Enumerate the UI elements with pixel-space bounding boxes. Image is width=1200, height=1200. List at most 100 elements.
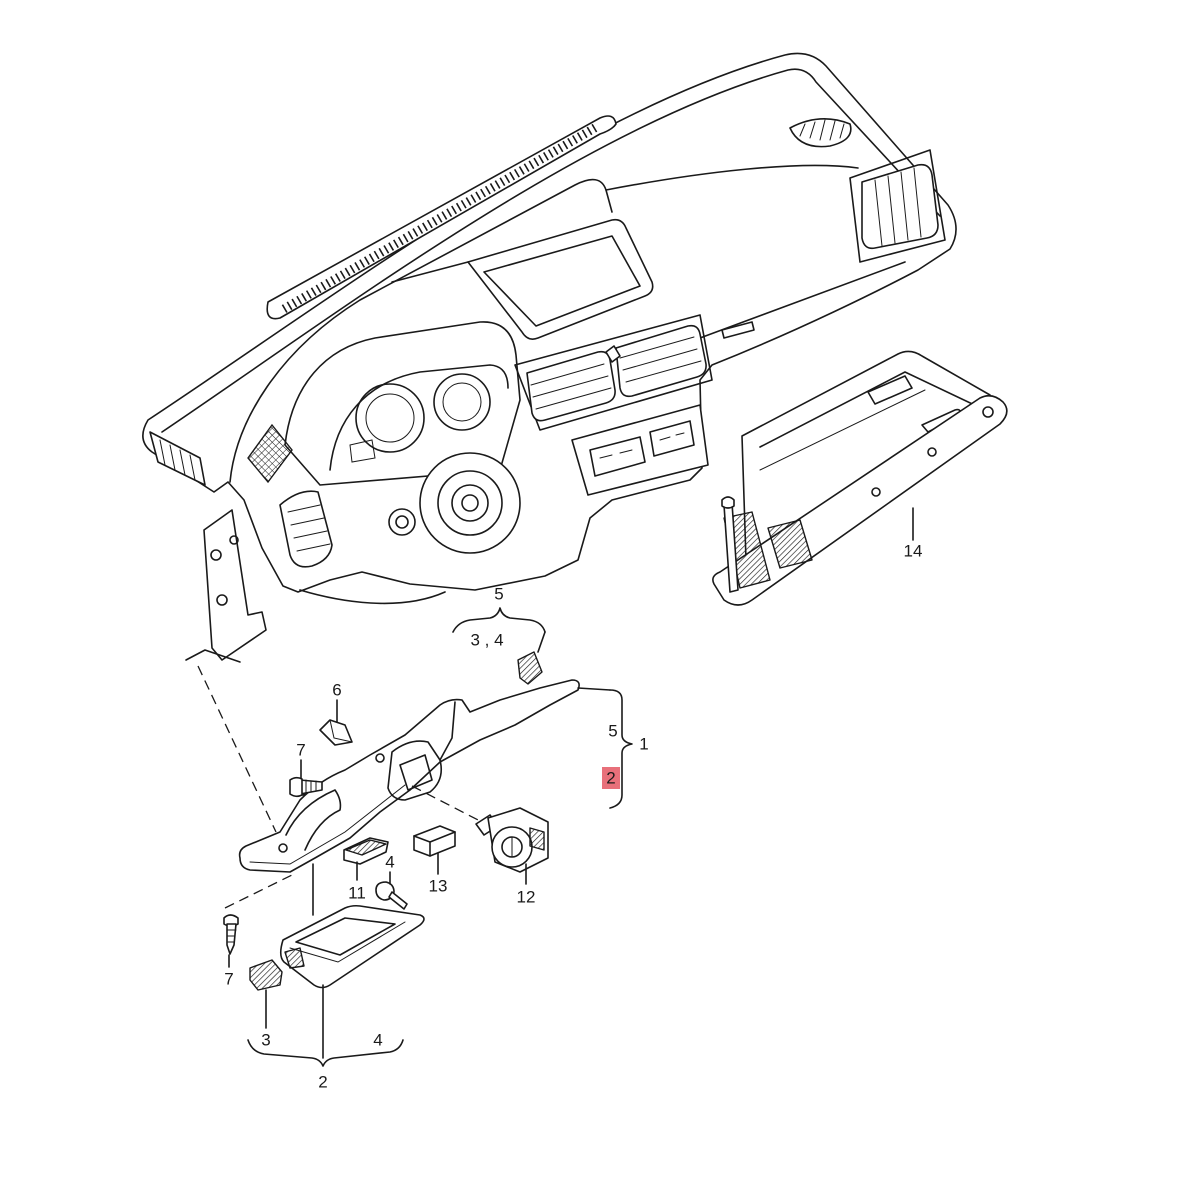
- trim-panel-body: [238, 679, 580, 873]
- right-vent-slats: [874, 167, 922, 247]
- defroster-vent-grille: [281, 122, 601, 313]
- callout-labels: 14 5 3 , 4 6 7 5 1 2 4 11 13 12 7 3 4 2: [224, 542, 922, 1092]
- glovebox-label-plate: [867, 375, 913, 405]
- side-bracket-hole: [210, 549, 222, 561]
- dashboard-side-bracket: [185, 509, 267, 663]
- callout-7-upper: 7: [296, 741, 305, 760]
- side-bracket-hole: [216, 594, 228, 606]
- dashboard-slot: [721, 321, 755, 339]
- ignition-knob-outer: [388, 508, 416, 536]
- center-vents: [514, 314, 713, 431]
- dashed-panel-to-switch: [411, 785, 483, 823]
- gauge-left: [355, 383, 425, 453]
- center-vent-left-slats: [530, 363, 612, 410]
- side-vent-frame: [149, 431, 206, 486]
- leader-panel-to-brace: [577, 687, 611, 691]
- storage-tray: [279, 904, 425, 989]
- steering-column-outer: [419, 452, 521, 554]
- cluster-bezel: [329, 364, 509, 471]
- side-bracket-plate: [203, 509, 267, 661]
- button-13-edges: [413, 831, 456, 857]
- dashboard-right-face-line: [699, 261, 906, 339]
- display-hood-line: [391, 261, 469, 283]
- dashboard-lower-edge: [299, 589, 446, 605]
- gauge-right-inner: [442, 382, 482, 422]
- steering-column-mid: [437, 470, 503, 536]
- glovebox-door-hole: [927, 447, 937, 457]
- right-vent-surround: [849, 149, 946, 263]
- trim-panel-switch-opening: [387, 740, 443, 801]
- trim-panel-hole: [375, 753, 385, 763]
- steering-column: [419, 452, 521, 554]
- callout-1: 1: [639, 735, 648, 754]
- side-bracket-hole: [229, 535, 239, 545]
- glovebox-damper-cap: [721, 496, 735, 509]
- center-display: [391, 218, 654, 340]
- button-13: [413, 825, 456, 857]
- callout-6: 6: [332, 681, 341, 700]
- glovebox-hinge: [767, 519, 813, 569]
- screw-4-upper-shank: [388, 891, 408, 910]
- left-vent-slats: [287, 504, 331, 552]
- callout-5-top: 5: [494, 585, 503, 604]
- speaker-grille: [247, 423, 293, 484]
- hazard-button: [605, 345, 621, 363]
- climate-control-panel: [571, 404, 709, 496]
- storage-tray-tab: [284, 947, 305, 969]
- lower-trim-panel: [238, 679, 580, 873]
- screw-7-upper-thread: [305, 779, 317, 794]
- leader-lines: [228, 631, 611, 1059]
- glovebox-back-line: [759, 371, 986, 448]
- trim-panel-switch-recess: [399, 754, 433, 791]
- defroster-vent-frame: [266, 115, 617, 320]
- clip-6-tab: [329, 719, 353, 743]
- screw-7-lower-thread: [226, 929, 237, 943]
- callout-13: 13: [429, 877, 448, 896]
- clip-3: [249, 959, 283, 991]
- assembly-dashed-lines: [197, 665, 483, 909]
- button-11-face: [345, 839, 387, 856]
- brace-top: [452, 607, 546, 633]
- dashboard-top-edge: [161, 68, 941, 433]
- callout-3-4: 3 , 4: [470, 631, 503, 650]
- dashed-screw-to-panel: [224, 874, 293, 909]
- climate-panel-button-right: [649, 420, 695, 457]
- side-vent: [149, 431, 206, 486]
- trim-panel-steering-cutout: [285, 789, 342, 851]
- top-right-vent-frame: [789, 118, 852, 148]
- clip-3-4: [517, 651, 543, 685]
- leader-clip-3-4: [537, 631, 546, 653]
- storage-tray-body: [279, 904, 425, 989]
- callout-14: 14: [904, 542, 923, 561]
- glovebox-door-hole: [871, 487, 881, 497]
- right-vent: [849, 149, 946, 263]
- glovebox: [712, 350, 1008, 606]
- side-bracket-foot: [185, 649, 241, 663]
- brace-right: [609, 689, 633, 809]
- callout-2-highlighted: 2: [606, 769, 615, 788]
- dashboard-face-edge-right: [605, 164, 859, 191]
- glovebox-door-hole: [982, 406, 994, 418]
- callout-2-lower: 2: [318, 1073, 327, 1092]
- storage-tray-rim: [289, 921, 406, 963]
- display-hood: [467, 218, 654, 340]
- trim-panel-hole: [278, 843, 288, 853]
- cluster-hood: [284, 321, 521, 486]
- button-11: [343, 837, 389, 865]
- dashed-bracket-to-panel: [197, 665, 277, 833]
- trim-panel-edge: [249, 784, 406, 865]
- screw-7-lower: [223, 914, 239, 955]
- callout-7-lower: 7: [224, 970, 233, 989]
- storage-tray-cavity: [295, 917, 396, 956]
- dashboard-face-edge: [229, 178, 613, 483]
- screw-7-upper: [289, 776, 323, 798]
- group-braces: [247, 607, 633, 1067]
- callout-4-upper: 4: [385, 853, 394, 872]
- climate-panel-button-left: [589, 436, 646, 477]
- top-right-vent-slats: [799, 119, 845, 141]
- climate-panel-details: [599, 432, 685, 459]
- clip-6: [319, 719, 353, 746]
- display-screen: [483, 235, 641, 327]
- gauge-right: [433, 373, 491, 431]
